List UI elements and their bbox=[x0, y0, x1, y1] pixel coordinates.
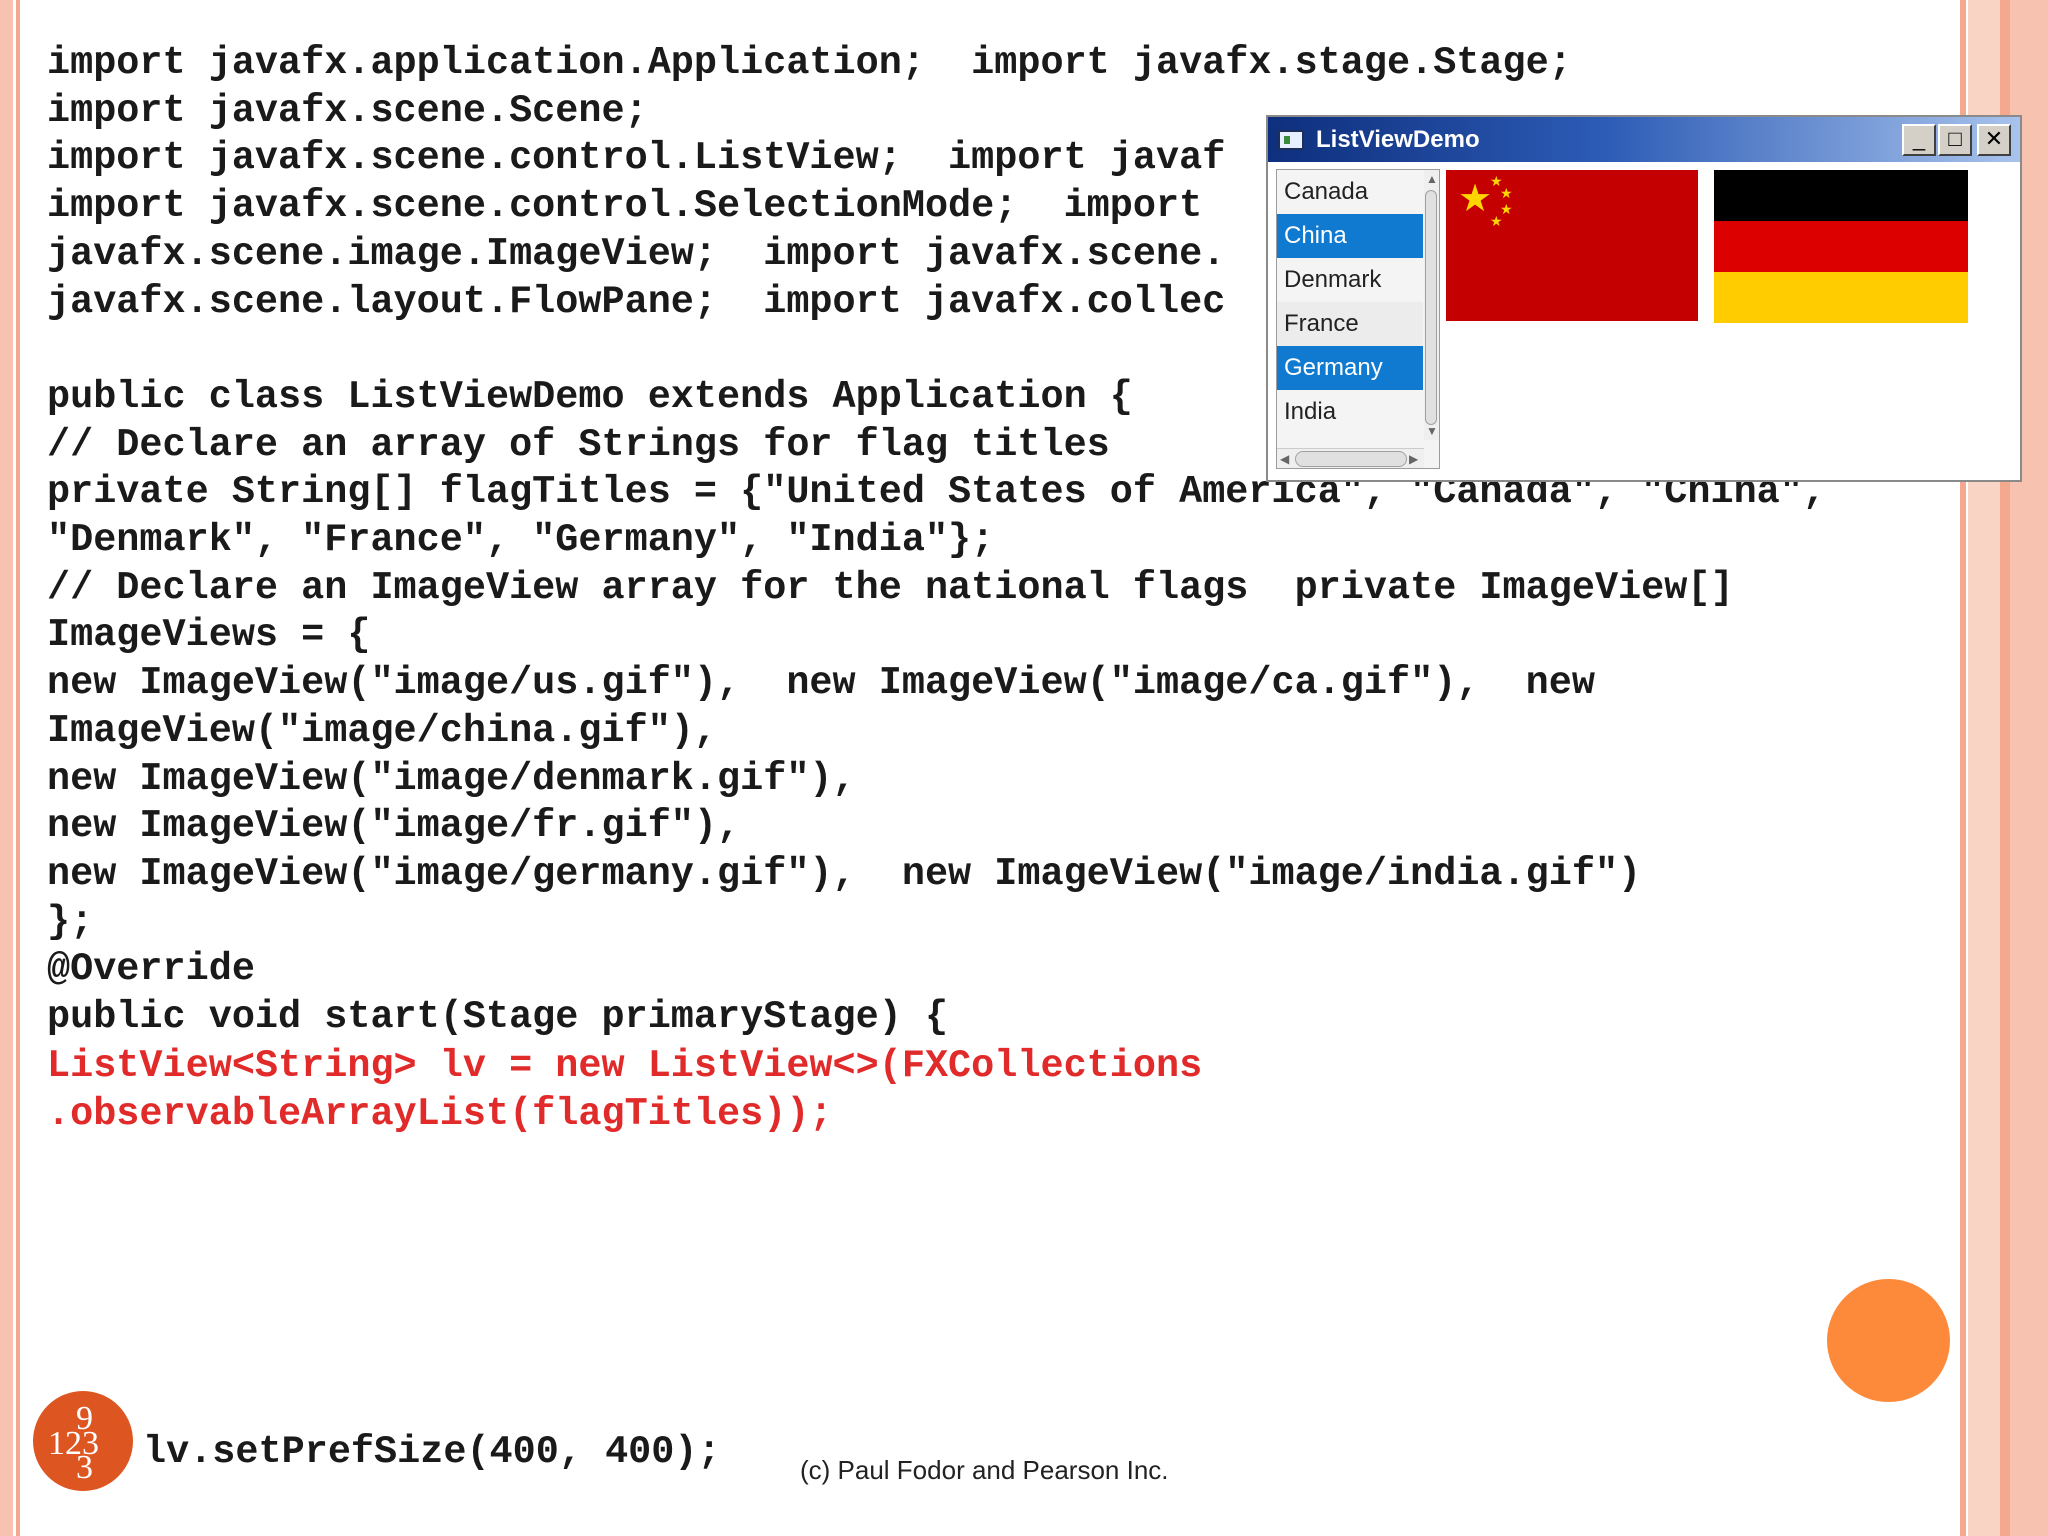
slide-border-left-line bbox=[16, 0, 20, 1536]
list-item-india[interactable]: India bbox=[1284, 398, 1337, 425]
minimize-button[interactable]: _ bbox=[1902, 124, 1936, 156]
small-star-icon: ★ bbox=[1490, 213, 1503, 229]
slide-border-right-line-2 bbox=[2000, 0, 2010, 1536]
page-number-bottom: 3 bbox=[76, 1449, 93, 1486]
scroll-up-arrow-icon[interactable]: ▲ bbox=[1426, 172, 1438, 186]
slide-border-right-line bbox=[1960, 0, 1966, 1536]
page-number-middle: 123 bbox=[48, 1425, 99, 1462]
vertical-scrollbar[interactable]: ▲ ▼ bbox=[1424, 170, 1439, 440]
window-titlebar[interactable]: ListViewDemo _ □ ✕ bbox=[1268, 117, 2020, 162]
slide-border-left bbox=[0, 0, 13, 1536]
page-number-top: 9 bbox=[76, 1400, 93, 1437]
germany-flag bbox=[1714, 170, 1968, 323]
flag-stripe-gold bbox=[1714, 272, 1968, 323]
horizontal-scrollbar[interactable]: ◀ ▶ bbox=[1277, 448, 1424, 468]
code-listing: import javafx.application.Application; i… bbox=[47, 41, 1826, 1040]
scroll-right-arrow-icon[interactable]: ▶ bbox=[1409, 452, 1419, 466]
maximize-button[interactable]: □ bbox=[1938, 124, 1972, 156]
scroll-down-arrow-icon[interactable]: ▼ bbox=[1426, 424, 1438, 438]
horizontal-scroll-thumb[interactable] bbox=[1295, 451, 1407, 467]
code-highlight: ListView<String> lv = new ListView<>(FXC… bbox=[47, 1044, 1203, 1136]
flag-stripe-black bbox=[1714, 170, 1968, 221]
code-last-line: lv.setPrefSize(400, 400); bbox=[143, 1430, 721, 1474]
close-button[interactable]: ✕ bbox=[1977, 124, 2011, 156]
small-star-icon: ★ bbox=[1490, 173, 1503, 189]
copyright-footer: (c) Paul Fodor and Pearson Inc. bbox=[800, 1455, 1169, 1485]
china-flag: ★ ★ ★ ★ ★ bbox=[1446, 170, 1698, 321]
window-title: ListViewDemo bbox=[1316, 126, 1480, 153]
app-window-icon bbox=[1278, 130, 1304, 150]
list-item-china[interactable]: China bbox=[1277, 214, 1423, 258]
list-item-germany[interactable]: Germany bbox=[1277, 346, 1423, 390]
listviewdemo-window: ListViewDemo _ □ ✕ Canada China Denmark … bbox=[1266, 115, 2022, 482]
list-item-canada[interactable]: Canada bbox=[1284, 178, 1369, 205]
scroll-left-arrow-icon[interactable]: ◀ bbox=[1280, 452, 1290, 466]
page-number-badge: 9 123 3 bbox=[33, 1391, 133, 1491]
flag-stripe-red bbox=[1714, 221, 1968, 272]
small-star-icon: ★ bbox=[1500, 201, 1513, 217]
flag-listview[interactable]: Canada China Denmark France Germany Indi… bbox=[1276, 169, 1440, 469]
large-star-icon: ★ bbox=[1458, 178, 1493, 220]
small-star-icon: ★ bbox=[1500, 185, 1513, 201]
vertical-scroll-thumb[interactable] bbox=[1425, 190, 1437, 425]
list-item-france[interactable]: France bbox=[1277, 302, 1423, 346]
list-item-denmark[interactable]: Denmark bbox=[1284, 266, 1382, 293]
decorative-circle bbox=[1827, 1279, 1950, 1402]
